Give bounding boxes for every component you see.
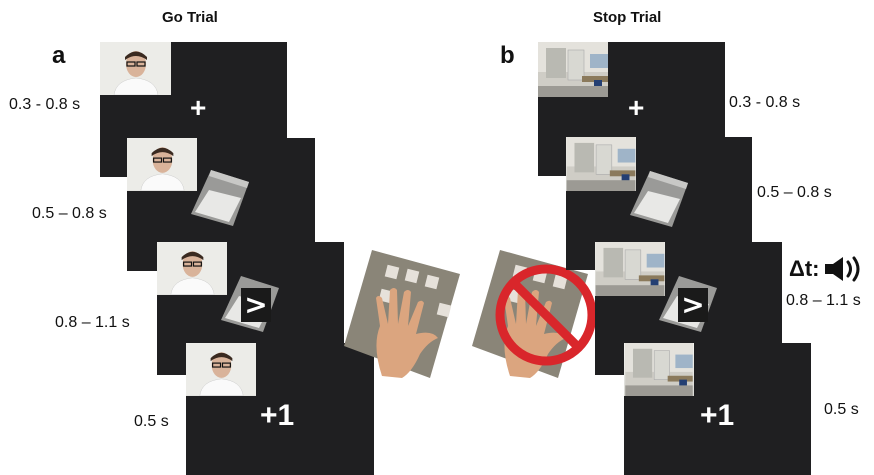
person-photo [127, 138, 197, 191]
prohibition-sign-icon [495, 264, 597, 366]
powder-bag [191, 170, 249, 226]
go-arrow: > [241, 288, 271, 322]
panel-b-letter: b [500, 42, 515, 69]
speaker-icon [825, 256, 860, 282]
person-photo [186, 343, 256, 396]
office-room-photo [595, 242, 665, 296]
office-room-photo [566, 137, 636, 191]
delta-t-label: Δt: [789, 256, 820, 281]
stop-duration-2: 0.5 – 0.8 s [757, 184, 832, 201]
reward-text: +1 [260, 399, 295, 432]
office-room-photo [624, 343, 694, 396]
go-duration-2: 0.5 – 0.8 s [32, 205, 107, 222]
hand-on-keypad [344, 250, 460, 378]
stop-screen-reward: +1 [624, 343, 811, 475]
stop-duration-3: 0.8 – 1.1 s [786, 292, 861, 309]
panel-a-letter: a [52, 42, 66, 69]
stop-trial-title: Stop Trial [593, 9, 662, 26]
reward-text: +1 [700, 399, 735, 432]
go-duration-3: 0.8 – 1.1 s [55, 314, 130, 331]
office-room-photo [538, 42, 608, 97]
stop-screen-cue [566, 137, 752, 270]
fixation-cross: + [190, 92, 207, 123]
stop-duration-1: 0.3 - 0.8 s [729, 94, 801, 111]
stop-signal-delay: Δt: [789, 255, 863, 283]
go-screen-reward: +1 [186, 343, 374, 475]
powder-bag [630, 171, 688, 227]
go-duration-4: 0.5 s [134, 413, 169, 430]
go-trial-title: Go Trial [162, 9, 218, 26]
person-photo [100, 42, 171, 95]
person-photo [157, 242, 227, 295]
fixation-cross: + [628, 92, 645, 123]
go-duration-1: 0.3 - 0.8 s [9, 96, 81, 113]
go-arrow: > [678, 288, 708, 322]
stop-duration-4: 0.5 s [824, 401, 859, 418]
